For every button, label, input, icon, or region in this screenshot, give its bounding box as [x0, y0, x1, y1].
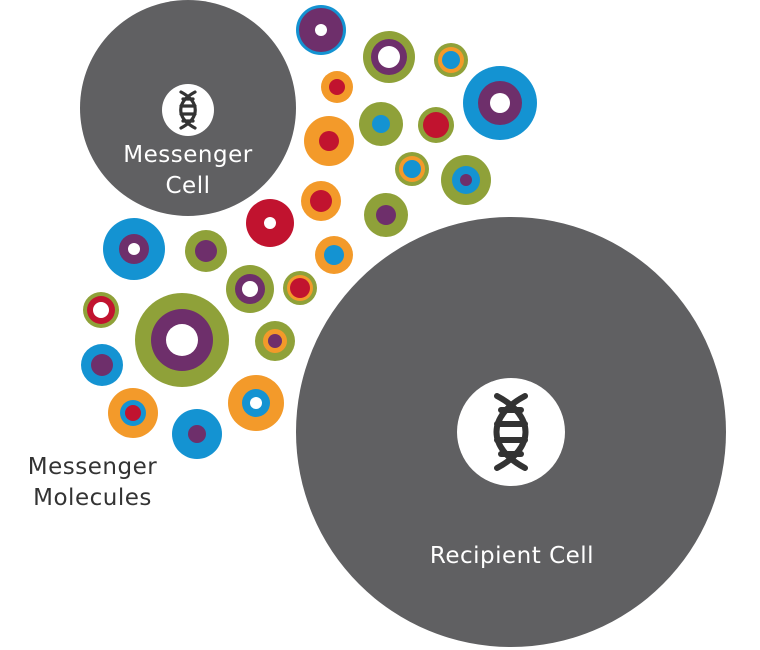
messenger-cell: [80, 0, 296, 216]
messenger-molecule: [246, 199, 294, 247]
molecule-inner-ring: [166, 324, 198, 356]
molecule-inner-ring: [128, 243, 140, 255]
messenger-molecule: [463, 66, 537, 140]
messenger-molecule: [315, 236, 353, 274]
messenger-molecule: [228, 375, 284, 431]
recipient-cell-dna-icon: [457, 378, 565, 486]
molecule-inner-ring: [315, 24, 327, 36]
molecule-inner-ring: [319, 131, 339, 151]
messenger-molecule: [359, 102, 403, 146]
messenger-molecule: [395, 152, 429, 186]
messenger-molecule: [83, 292, 119, 328]
molecule-inner-ring: [188, 425, 206, 443]
molecule-inner-ring: [372, 115, 390, 133]
messenger-molecule: [321, 71, 353, 103]
molecule-inner-ring: [423, 112, 449, 138]
messenger-molecule: [441, 155, 491, 205]
molecule-inner-ring: [93, 302, 109, 318]
messenger-molecule: [434, 43, 468, 77]
molecule-inner-ring: [290, 278, 310, 298]
messenger-molecule: [255, 321, 295, 361]
molecule-inner-ring: [376, 205, 396, 225]
messenger-molecule: [108, 388, 158, 438]
messenger-molecule: [283, 271, 317, 305]
molecule-inner-ring: [442, 51, 460, 69]
messenger-molecule: [301, 181, 341, 221]
molecule-inner-ring: [195, 240, 217, 262]
messenger-molecule: [364, 193, 408, 237]
messenger-molecule: [172, 409, 222, 459]
messenger-molecule: [363, 31, 415, 83]
molecule-inner-ring: [378, 46, 400, 68]
recipient-cell-label: Recipient Cell: [391, 541, 633, 572]
messenger-molecule: [81, 344, 123, 386]
molecule-inner-ring: [242, 281, 258, 297]
messenger-molecule: [135, 293, 229, 387]
molecule-inner-ring: [324, 245, 344, 265]
messenger-cell-label-line2: Cell: [165, 173, 211, 199]
messenger-molecule: [185, 230, 227, 272]
molecule-inner-ring: [91, 354, 113, 376]
molecule-inner-ring: [460, 174, 472, 186]
molecule-inner-ring: [329, 79, 345, 95]
messenger-molecules-label: Messenger Molecules: [10, 452, 175, 514]
molecule-inner-ring: [403, 160, 421, 178]
messenger-molecule: [296, 5, 346, 55]
messenger-molecule: [418, 107, 454, 143]
molecule-inner-ring: [490, 93, 510, 113]
molecule-inner-ring: [268, 334, 282, 348]
messenger-molecules: [81, 5, 537, 459]
messenger-molecule: [226, 265, 274, 313]
messenger-molecule: [103, 218, 165, 280]
messenger-molecules-label-line2: Molecules: [33, 485, 152, 511]
recipient-cell: [296, 217, 726, 647]
messenger-molecule: [304, 116, 354, 166]
molecule-inner-ring: [250, 397, 262, 409]
messenger-cell-label-line1: Messenger: [123, 142, 253, 168]
molecule-inner-ring: [125, 405, 141, 421]
molecule-inner-ring: [264, 217, 276, 229]
messenger-cell-label: Messenger Cell: [98, 140, 278, 202]
messenger-molecules-label-line1: Messenger: [27, 454, 158, 480]
messenger-cell-dna-icon: [162, 84, 214, 136]
recipient-cell-label-text: Recipient Cell: [429, 543, 595, 569]
molecule-inner-ring: [310, 190, 332, 212]
